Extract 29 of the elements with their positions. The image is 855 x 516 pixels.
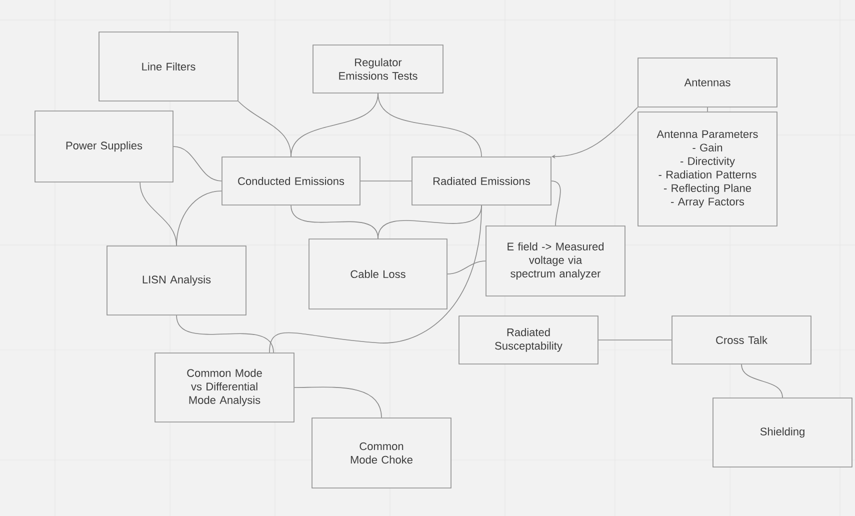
connector bbox=[360, 180, 412, 182]
connector bbox=[741, 364, 783, 398]
topic-box: Common Mode vs Differential Mode Analysis bbox=[154, 352, 294, 422]
connector bbox=[176, 315, 274, 353]
connector bbox=[551, 180, 561, 226]
connector bbox=[378, 93, 482, 157]
connector bbox=[238, 101, 292, 157]
connector bbox=[173, 146, 222, 182]
connector bbox=[294, 386, 382, 418]
topic-box: Radiated Susceptability bbox=[458, 316, 598, 364]
topic-box: Radiated Emissions bbox=[412, 156, 552, 206]
topic-box: Line Filters bbox=[98, 32, 238, 102]
topic-box: Common Mode Choke bbox=[312, 418, 452, 488]
topic-box: Shielding bbox=[712, 398, 852, 468]
topic-box: Conducted Emissions bbox=[222, 156, 360, 206]
topic-box: E field -> Measured voltage via spectrum analyzer bbox=[486, 226, 626, 296]
topic-box: LISN Analysis bbox=[106, 246, 246, 316]
connector bbox=[707, 107, 708, 112]
connector bbox=[290, 205, 378, 239]
connector bbox=[269, 205, 482, 353]
connector bbox=[447, 260, 486, 274]
connector bbox=[176, 190, 222, 246]
topic-box: Antennas bbox=[638, 58, 778, 108]
topic-box: Power Supplies bbox=[34, 110, 174, 182]
topic-box: Cross Talk bbox=[672, 316, 812, 364]
topic-box: Regulator Emissions Tests bbox=[312, 44, 444, 94]
topic-box: Cable Loss bbox=[308, 238, 448, 310]
connector bbox=[290, 93, 378, 157]
topic-box: Antenna Parameters - Gain - Directivity - Radiation Patterns - Reflecting Plane - Array Factors bbox=[638, 112, 778, 226]
